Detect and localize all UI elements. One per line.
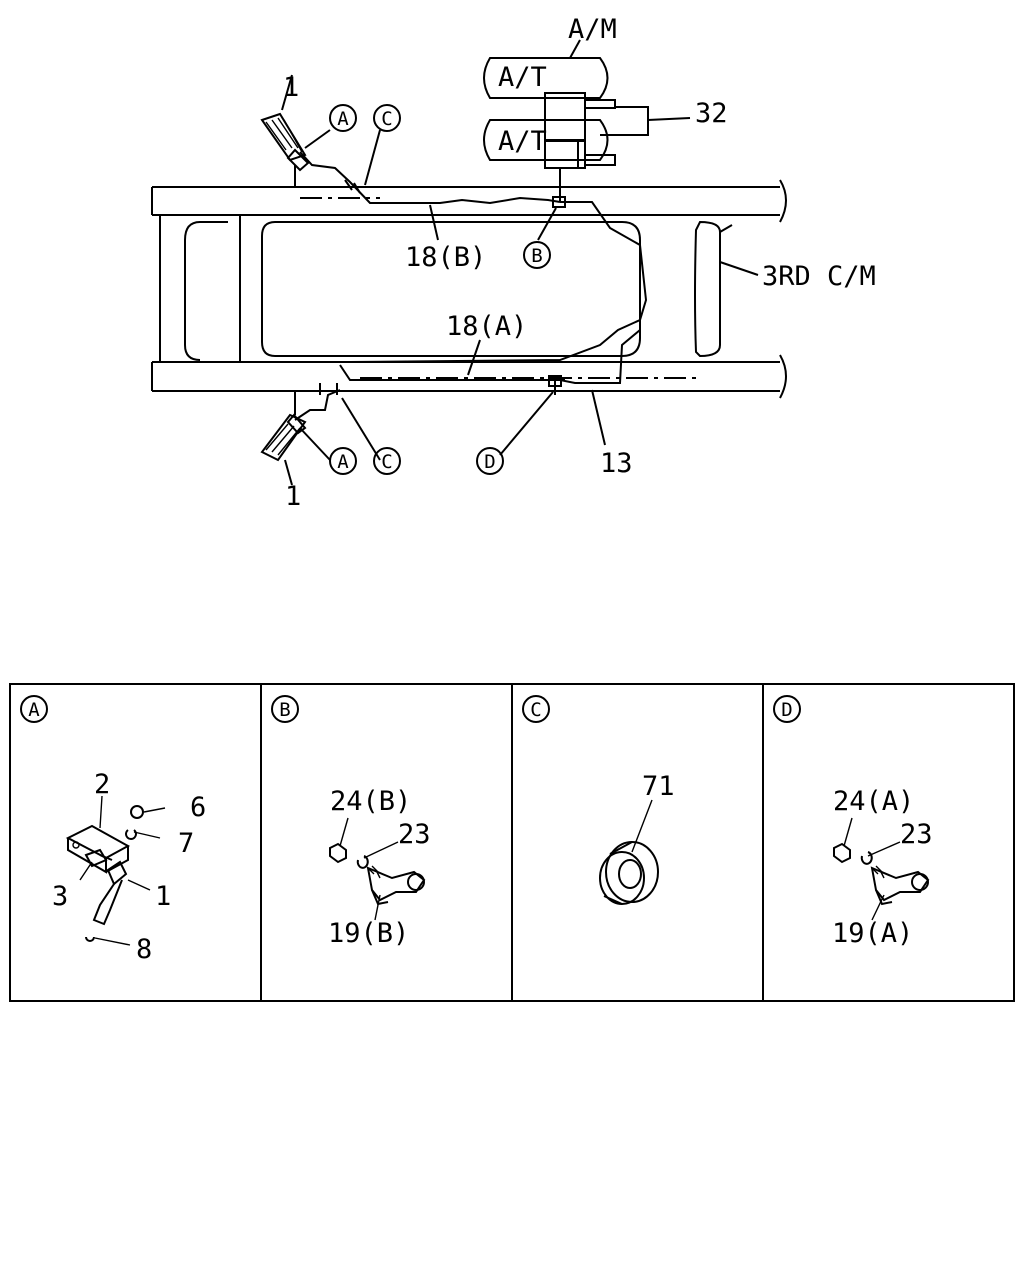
callout-a-top: A bbox=[329, 104, 357, 132]
panel-d-part-24a: 24(A) bbox=[833, 786, 914, 817]
svg-text:D: D bbox=[484, 451, 495, 473]
svg-text:C: C bbox=[381, 108, 392, 130]
label-part-1-bottom: 1 bbox=[285, 481, 301, 512]
detail-panel-d: D 24(A) 23 19(A) bbox=[773, 695, 933, 949]
panel-a-part-1: 1 bbox=[155, 881, 171, 912]
detail-panel-grid bbox=[9, 683, 1015, 1002]
brake-pipes bbox=[294, 140, 700, 421]
panel-a-part-8: 8 bbox=[136, 934, 152, 965]
panel-a-part-6: 6 bbox=[190, 792, 206, 823]
panel-b-key: B bbox=[279, 699, 290, 721]
label-part-32: 32 bbox=[695, 98, 728, 129]
panel-b-part-19b: 19(B) bbox=[328, 918, 409, 949]
callout-c-top: C bbox=[373, 104, 401, 132]
label-at-lower: A/T bbox=[498, 126, 547, 157]
callout-a-bottom: A bbox=[329, 447, 357, 475]
callout-c-bottom: C bbox=[373, 447, 401, 475]
callout-b-mid: B bbox=[523, 241, 551, 269]
panel-a-part-3: 3 bbox=[52, 881, 68, 912]
label-third-crossmember: 3RD C/M bbox=[762, 261, 876, 292]
leader-lines bbox=[299, 129, 759, 461]
label-part-1-top: 1 bbox=[283, 72, 299, 103]
panel-b-part-23: 23 bbox=[398, 819, 431, 850]
panel-c-key: C bbox=[530, 699, 541, 721]
callout-d-bottom: D bbox=[476, 447, 504, 475]
panel-a-part-7: 7 bbox=[178, 828, 194, 859]
label-pipe-18b: 18(B) bbox=[405, 242, 486, 273]
panel-d-part-19a: 19(A) bbox=[832, 918, 913, 949]
detail-panel-c: C 71 bbox=[522, 695, 675, 905]
label-pipe-18a: 18(A) bbox=[446, 311, 527, 342]
label-at-upper: A/T bbox=[498, 62, 547, 93]
panel-b-part-24b: 24(B) bbox=[330, 786, 411, 817]
panel-d-key: D bbox=[781, 699, 792, 721]
brake-hose-top bbox=[260, 74, 310, 187]
svg-text:A: A bbox=[337, 451, 349, 473]
panel-d-part-23: 23 bbox=[900, 819, 933, 850]
svg-text:C: C bbox=[381, 451, 392, 473]
chassis-frame bbox=[151, 179, 787, 399]
brake-hose-bottom bbox=[260, 391, 307, 486]
label-part-13: 13 bbox=[600, 448, 633, 479]
label-am: A/M bbox=[568, 14, 617, 45]
svg-text:A: A bbox=[337, 108, 349, 130]
panel-a-key: A bbox=[28, 699, 40, 721]
detail-panel-b: B 24(B) 23 19(B) bbox=[271, 695, 431, 949]
air-master-assembly bbox=[483, 39, 691, 169]
svg-text:B: B bbox=[531, 245, 542, 267]
panel-c-part-71: 71 bbox=[642, 771, 675, 802]
panel-a-part-2: 2 bbox=[94, 769, 110, 800]
detail-panel-a: A 2 6 7 3 1 8 bbox=[20, 695, 206, 965]
